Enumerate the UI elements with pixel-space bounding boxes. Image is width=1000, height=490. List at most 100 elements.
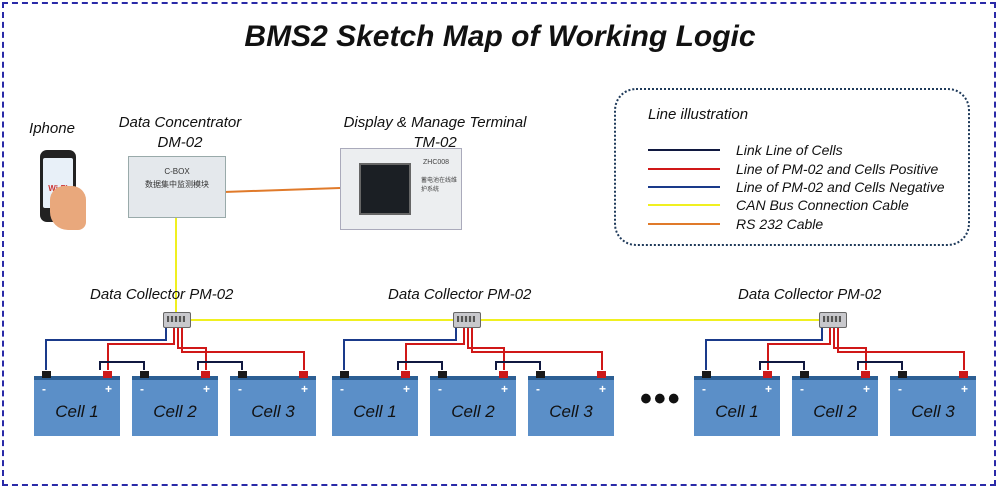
data-collector-0 (163, 312, 191, 328)
link-line-0-1 (197, 361, 243, 370)
positive-wire-0-1 (177, 326, 207, 370)
data-collector-1 (453, 312, 481, 328)
negative-terminal (140, 371, 149, 378)
positive-sign: + (202, 382, 210, 396)
terminal-panel-text: 蓄电池在线维护系统 (421, 178, 458, 193)
positive-terminal (201, 371, 210, 378)
negative-sign: - (238, 382, 242, 396)
link-line-1-0 (397, 361, 443, 370)
legend-text-2: Line of PM-02 and Cells Negative (736, 179, 945, 195)
legend-line-0 (648, 149, 720, 151)
negative-terminal (898, 371, 907, 378)
negative-wire-1 (343, 326, 457, 370)
cell-name: Cell 2 (153, 402, 197, 421)
link-line-2-0 (759, 361, 805, 370)
positive-sign: + (402, 382, 410, 396)
negative-sign: - (42, 382, 46, 396)
negative-sign: - (702, 382, 706, 396)
cell-name: Cell 1 (55, 402, 99, 421)
negative-terminal (536, 371, 545, 378)
data-collector-2 (819, 312, 847, 328)
positive-wire-2-2 (837, 326, 965, 370)
positive-terminal (401, 371, 410, 378)
positive-sign: + (764, 382, 772, 396)
negative-wire-0 (45, 326, 167, 370)
battery-cell: - + Cell 2 (132, 371, 218, 436)
legend-title: Line illustration (648, 106, 749, 123)
display-terminal: ZHC008 蓄电池在线维护系统 (340, 148, 462, 230)
battery-cell: - + Cell 3 (230, 371, 316, 436)
positive-wire-0-0 (107, 326, 175, 370)
link-line-2-1 (857, 361, 903, 370)
legend-line-1 (648, 168, 720, 170)
positive-wire-1-2 (471, 326, 603, 370)
positive-wire-1-1 (467, 326, 505, 370)
link-line-1-1 (495, 361, 541, 370)
negative-sign: - (536, 382, 540, 396)
ellipsis: ••• (640, 380, 682, 418)
positive-terminal (499, 371, 508, 378)
concentrator-label: Data Concentrator (118, 114, 242, 131)
positive-terminal (299, 371, 308, 378)
positive-terminal (959, 371, 968, 378)
battery-cell: - + Cell 1 (34, 371, 120, 436)
battery-cell: - + Cell 3 (528, 371, 614, 436)
legend-line-2 (648, 186, 720, 188)
collector-label-1: Data Collector PM-02 (388, 286, 532, 303)
negative-sign: - (140, 382, 144, 396)
legend-text-4: RS 232 Cable (736, 216, 824, 232)
terminal-screen (359, 163, 411, 215)
concentrator-model: DM-02 (157, 134, 203, 151)
positive-wire-2-0 (767, 326, 831, 370)
hand-icon (50, 186, 86, 230)
positive-terminal (861, 371, 870, 378)
negative-terminal (800, 371, 809, 378)
terminal-model: TM-02 (413, 134, 457, 151)
negative-sign: - (800, 382, 804, 396)
positive-sign: + (300, 382, 308, 396)
negative-terminal (438, 371, 447, 378)
positive-sign: + (598, 382, 606, 396)
cell-name: Cell 3 (549, 402, 593, 421)
negative-terminal (238, 371, 247, 378)
positive-wire-1-0 (405, 326, 465, 370)
terminal-brand: ZHC008 (423, 159, 450, 166)
iphone-label: Iphone (29, 120, 75, 137)
cell-name: Cell 1 (353, 402, 397, 421)
positive-sign: + (500, 382, 508, 396)
link-line-0-0 (99, 361, 145, 370)
negative-terminal (340, 371, 349, 378)
negative-sign: - (340, 382, 344, 396)
cell-name: Cell 2 (813, 402, 857, 421)
legend-line-3 (648, 204, 720, 206)
positive-terminal (103, 371, 112, 378)
positive-terminal (597, 371, 606, 378)
positive-sign: + (862, 382, 870, 396)
cell-name: Cell 3 (911, 402, 955, 421)
legend-text-0: Link Line of Cells (736, 142, 843, 158)
cell-name: Cell 2 (451, 402, 495, 421)
battery-cell: -+Cell 3 (890, 371, 976, 436)
data-concentrator-box: C-BOX 数据集中监测模块 (128, 156, 226, 218)
positive-wire-2-1 (833, 326, 867, 370)
negative-wire-2 (705, 326, 823, 370)
diagram-title: BMS2 Sketch Map of Working Logic (244, 20, 756, 53)
negative-terminal (42, 371, 51, 378)
positive-wire-0-2 (181, 326, 305, 370)
negative-terminal (702, 371, 711, 378)
battery-cell: - + Cell 2 (792, 371, 878, 436)
battery-cell: -+Cell 2 (430, 371, 516, 436)
cell-name: Cell 1 (715, 402, 759, 421)
battery-cell: - + Cell 1 (694, 371, 780, 436)
legend-text-1: Line of PM-02 and Cells Positive (736, 161, 939, 177)
legend-box (614, 88, 970, 246)
collector-label-0: Data Collector PM-02 (90, 286, 234, 303)
legend-text-3: CAN Bus Connection Cable (736, 197, 909, 213)
cbox-desc: 数据集中监测模块 (145, 180, 209, 189)
cbox-name: C-BOX (164, 167, 190, 176)
positive-sign: + (104, 382, 112, 396)
cell-name: Cell 3 (251, 402, 295, 421)
legend-line-4 (648, 223, 720, 225)
